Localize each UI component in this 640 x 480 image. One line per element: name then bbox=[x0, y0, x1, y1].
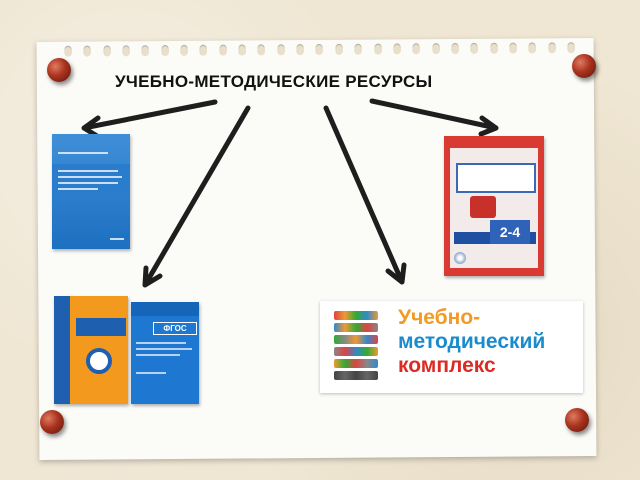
binders-shelf-icon bbox=[334, 311, 378, 385]
grade-range: 2-4 bbox=[490, 220, 530, 244]
pushpin-icon bbox=[47, 58, 71, 82]
book-cover-program bbox=[52, 134, 130, 249]
arrow-right bbox=[369, 98, 499, 137]
pushpin-icon bbox=[565, 408, 589, 432]
book-header bbox=[456, 163, 536, 193]
fgos-badge: ФГОС bbox=[153, 322, 197, 335]
umk-line-3: комплекс bbox=[398, 354, 496, 377]
book-cover-work-programs bbox=[54, 296, 128, 404]
page-title: УЧЕБНО-МЕТОДИЧЕСКИЕ РЕСУРСЫ bbox=[115, 72, 433, 91]
arrow-down-right bbox=[323, 105, 407, 285]
puzzle-icon bbox=[470, 196, 496, 218]
umk-line-2: методический bbox=[398, 330, 546, 353]
umk-banner: Учебно- методический комплекс bbox=[320, 301, 583, 393]
book-cover-informatics-manual: 2-4 bbox=[444, 136, 544, 276]
arrow-down-left bbox=[142, 105, 251, 288]
umk-line-1: Учебно- bbox=[398, 306, 481, 329]
pushpin-icon bbox=[572, 54, 596, 78]
cd-icon bbox=[454, 252, 466, 264]
arrow-left bbox=[81, 99, 218, 139]
book-cover-fgos: ФГОС bbox=[131, 302, 199, 404]
pushpin-icon bbox=[40, 410, 64, 434]
publisher-logo-icon bbox=[86, 348, 112, 374]
